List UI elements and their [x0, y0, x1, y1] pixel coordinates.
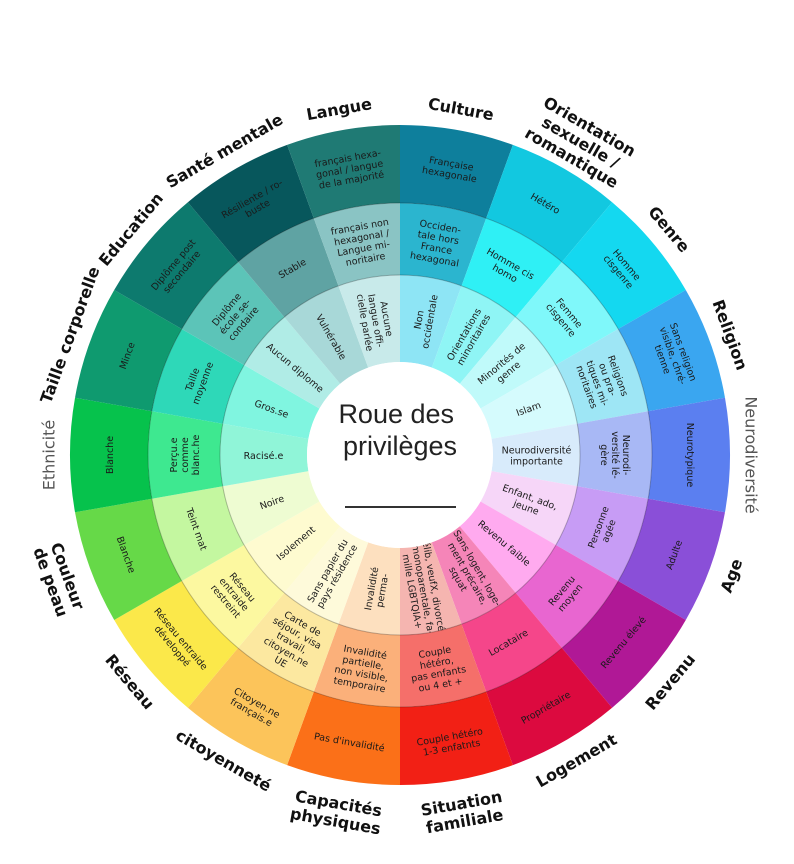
segment-inner — [431, 285, 516, 384]
cell-text-inner-line: Neurodiversité — [502, 445, 572, 456]
category-label-line: Age — [717, 556, 747, 595]
cell-text-inner: Racisé.e — [244, 451, 284, 462]
segment-inner — [222, 365, 320, 439]
segment-inner — [244, 501, 341, 593]
center-circle — [307, 362, 493, 548]
segment-inner — [284, 285, 369, 384]
category-label: Culture — [427, 94, 496, 124]
segment-outer — [561, 202, 686, 329]
category-label: Situationfamiliale — [419, 787, 507, 838]
segment-middle — [555, 329, 649, 424]
category-label-line: Ethnicité — [39, 420, 58, 490]
title-line: privilèges — [343, 431, 457, 461]
category-label: Age — [717, 556, 747, 595]
cell-text-middle-line: gère — [598, 444, 609, 466]
cell-text-outer-line: Blanche — [105, 436, 116, 474]
segment-outer — [486, 144, 613, 262]
segment-outer — [400, 125, 513, 219]
category-label-line: Neurodiversité — [742, 396, 761, 513]
category-label-line: Culture — [427, 94, 496, 124]
segment-outer — [400, 691, 513, 785]
category-label-line: Langue — [305, 94, 374, 124]
segment-middle — [181, 545, 285, 649]
segment-inner — [222, 471, 320, 545]
title-line: Roue des — [338, 399, 454, 429]
segment-inner — [284, 526, 369, 625]
cell-text-outer-line: Neurotypique — [684, 423, 695, 488]
category-label: Ethnicité — [39, 420, 58, 490]
ring-divider — [219, 274, 581, 636]
wheel-title: Roue des privilèges — [338, 399, 461, 461]
segment-outer — [648, 397, 730, 513]
category-label: Langue — [305, 94, 374, 124]
segment-inner — [220, 423, 309, 487]
segment-middle — [151, 329, 245, 424]
cell-text-inner-line: importante — [510, 456, 563, 467]
segment-inner — [338, 275, 400, 368]
segment-outer — [187, 648, 314, 766]
segment-inner — [400, 275, 462, 368]
cell-text-middle-line: blanc.he — [191, 435, 202, 476]
segment-middle — [313, 624, 400, 707]
segment-inner — [431, 526, 516, 625]
segment-middle — [461, 592, 562, 692]
cell-text-middle-line: versité lé- — [609, 431, 620, 478]
segment-outer — [114, 202, 239, 329]
segment-outer — [486, 648, 613, 766]
segment-inner — [491, 423, 580, 487]
cell-text-middle: français nonhexagonal /Langue mi-noritai… — [330, 217, 395, 271]
segment-inner — [459, 501, 556, 593]
segment-inner — [459, 317, 556, 409]
segment-middle — [238, 592, 339, 692]
cell-text-middle-line: Neurodi- — [620, 435, 631, 476]
segment-middle — [400, 203, 487, 286]
category-label: Capacitésphysiques — [289, 786, 386, 838]
cell-text-outer: Blanche — [105, 436, 116, 474]
segment-middle — [313, 203, 400, 286]
ring-divider — [147, 202, 653, 708]
segment-inner — [244, 317, 341, 409]
segment-middle — [555, 486, 649, 581]
category-label: Couleurde peau — [29, 539, 89, 620]
segment-outer — [75, 498, 182, 620]
segment-inner — [480, 365, 578, 439]
segment-middle — [147, 411, 223, 499]
cell-text-inner-line: Non — [413, 310, 427, 331]
segment-inner — [480, 471, 578, 545]
segment-outer — [618, 498, 725, 620]
segment-middle — [515, 545, 619, 649]
cell-text-middle: Neurodi-versité lé-gère — [598, 431, 631, 478]
segment-middle — [577, 411, 653, 499]
category-label: Neurodiversité — [742, 396, 761, 513]
segment-outer — [114, 581, 239, 708]
cell-text-outer: Neurotypique — [684, 423, 695, 488]
cell-text-middle-line: Perçu.e — [169, 437, 180, 472]
segment-outer — [287, 691, 400, 785]
segment-middle — [151, 486, 245, 581]
cell-text-inner: Célib, veufX, divorcéX,monoparentale, fa… — [397, 534, 448, 646]
segment-outer — [561, 581, 686, 708]
segment-outer — [618, 290, 725, 412]
segment-middle — [400, 624, 487, 707]
segment-middle — [181, 261, 285, 365]
segment-inner — [338, 542, 400, 635]
segment-middle — [461, 218, 562, 318]
cell-text-middle-line: comme — [180, 437, 191, 473]
cell-text-middle: Perçu.ecommeblanc.he — [169, 435, 202, 476]
segment-outer — [70, 397, 152, 513]
cell-text-inner: Aucunelangue offi-cielle parlée — [354, 289, 397, 352]
cell-text-middle-line: France — [420, 241, 453, 257]
segment-middle — [515, 261, 619, 365]
cell-text-inner-line: Racisé.e — [244, 451, 284, 462]
segment-outer — [287, 125, 400, 219]
segment-inner — [400, 542, 462, 635]
segment-outer — [75, 290, 182, 412]
segment-outer — [187, 144, 314, 262]
segment-middle — [238, 218, 339, 318]
